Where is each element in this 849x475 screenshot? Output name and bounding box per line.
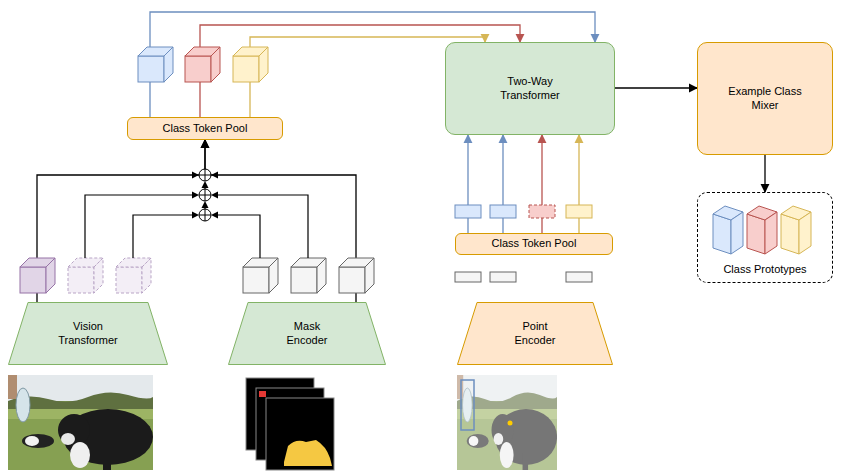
process-box: Two-Way Transformer [445,42,615,135]
mask-cube [339,258,374,293]
point-embedding [490,272,516,282]
token-cube [138,47,173,82]
pool-box: Class Token Pool [455,233,613,255]
encoder-trapezoid: Mask Encoder [228,302,386,365]
mask-cube [291,258,326,293]
sum-wires [85,185,308,258]
point-token [455,205,481,218]
point-token [490,205,516,218]
output-group: Class Prototypes [697,192,833,283]
photo-fade [457,375,557,470]
connector-arrow [615,87,697,88]
connector-arrow [37,140,205,302]
process-box: Example Class Mixer [697,42,833,155]
encoder-trapezoid: Vision Transformer [8,302,168,365]
arrowhead [192,192,199,199]
feature-cube [20,258,55,293]
arrowhead [211,172,218,179]
mask-region [259,391,266,397]
plus-sign [199,169,211,221]
wire [217,215,260,258]
input-photo [8,375,153,470]
pool-box: Class Token Pool [127,117,283,140]
point-embedding [455,272,481,282]
mask-cube [243,258,278,293]
connector-arrow [764,155,765,192]
point-token [529,205,555,218]
trapezoid-fill [458,303,613,365]
node-label: Vision Transformer [53,320,123,348]
node-label: Mask Encoder [280,320,335,348]
prototype-prism [713,206,743,254]
ghost-cube [68,258,103,293]
encoder-trapezoid: Point Encoder [457,302,613,365]
token-cube [185,47,220,82]
point-token [566,205,592,218]
wire [133,215,193,258]
ghost-cube [116,258,151,293]
arrowhead [211,192,218,199]
point-embedding [566,272,592,282]
wire [85,195,193,258]
node-label: Point Encoder [508,320,563,348]
mask-image [266,398,334,470]
arrowhead [192,212,199,219]
trapezoid-fill [9,303,168,365]
prototype-prism [781,206,811,254]
prototype-prism [747,206,777,254]
node-label: Two-Way Transformer [490,75,570,103]
trapezoid-fill [229,303,386,365]
token-cube [233,47,268,82]
arrowhead [192,172,199,179]
node-label: Example Class Mixer [725,85,805,113]
arrowhead [202,201,209,208]
connector-arrow [205,140,356,302]
node-label: Class Token Pool [492,237,577,251]
box-prompt [461,380,474,430]
arrowhead [211,212,218,219]
point-prompt [508,421,513,426]
node-label: Class Prototypes [723,263,806,277]
wire [217,195,308,258]
sum-nodes [199,169,211,221]
arrowhead [202,181,209,188]
prompt-photo [457,375,557,470]
node-label: Class Token Pool [163,122,248,136]
mask-region [284,440,332,466]
